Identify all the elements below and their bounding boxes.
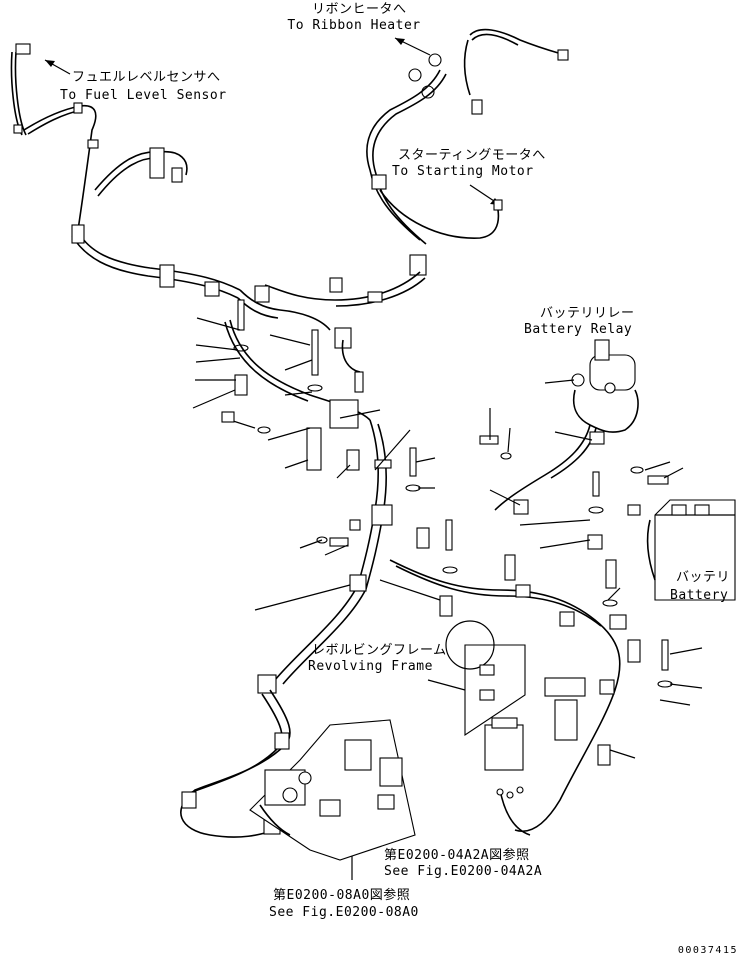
drawing-code: 00037415	[677, 945, 738, 956]
battery	[646, 499, 736, 601]
battery-relay-label-jp: バッテリリレー	[540, 306, 635, 321]
battery-label-en: Battery	[670, 588, 729, 603]
heater-motor-branch	[254, 28, 569, 307]
revolving-frame-label-jp: レボルビングフレーム	[312, 643, 447, 658]
ref-04a2a-label-jp: 第E0200-04A2A図参照	[384, 848, 530, 863]
battery-label-jp: バッテリ	[676, 570, 731, 585]
ref-08a0-label-jp: 第E0200-08A0図参照	[273, 888, 411, 903]
ribbon-heater-label-en: To Ribbon Heater	[287, 18, 421, 33]
revolving-frame-label-en: Revolving Frame	[308, 659, 433, 674]
fuel-sensor-branch	[10, 43, 241, 299]
battery-relay-group	[479, 339, 669, 550]
ribbon-heater-label-jp: リボンヒータへ	[312, 2, 407, 17]
ref-04a2a-label-en: See Fig.E0200-04A2A	[384, 864, 543, 879]
battery-relay-label-en: Battery Relay	[524, 322, 633, 337]
main-trunk	[180, 419, 458, 838]
leader-lines	[192, 317, 703, 759]
starting-motor-label-en: To Starting Motor	[392, 164, 534, 179]
starting-motor-label-jp: スターティングモータへ	[398, 148, 546, 163]
ref-08a0-label-en: See Fig.E0200-08A0	[269, 905, 419, 920]
controller-panel	[249, 719, 416, 861]
right-harness	[389, 554, 673, 836]
center-hardware	[221, 289, 371, 471]
fuel-level-sensor-label-jp: フュエルレベルセンサへ	[72, 70, 221, 85]
fuel-level-sensor-label-en: To Fuel Level Sensor	[60, 88, 227, 103]
